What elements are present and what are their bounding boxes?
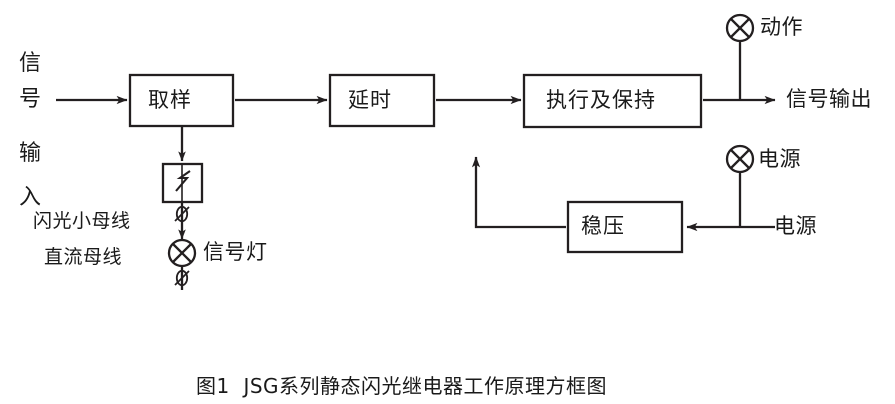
- terminal-marker-flash-bus-slash: [174, 206, 190, 222]
- bus-label-flash: 闪光小母线: [33, 210, 131, 232]
- power-lamp-cross-b: [730, 149, 750, 169]
- block-delay-rect: [328, 73, 436, 128]
- action-lamp-circle: [725, 13, 755, 43]
- terminal-marker-flash-bus: [175, 205, 189, 223]
- block-label-voltage-regulator: 稳压: [581, 214, 625, 238]
- action-lamp-cross-b: [730, 18, 750, 38]
- input-label-char-4: 入: [19, 185, 42, 210]
- block-label-execute-hold: 执行及保持: [546, 88, 656, 112]
- block-label-sampling: 取样: [148, 88, 192, 112]
- figure-caption: 图1 JSG系列静态闪光继电器工作原理方框图: [196, 374, 608, 398]
- input-label-char-2: 号: [19, 87, 42, 112]
- power-lamp-circle: [725, 144, 755, 174]
- terminal-marker-dc-bus: [175, 269, 189, 287]
- lamp-label-signal: 信号灯: [203, 240, 268, 264]
- block-execute-hold-rect: [522, 73, 703, 129]
- input-label-power: 电源: [774, 214, 817, 238]
- relay-contact-blade: [175, 170, 191, 192]
- line-regulator-feedback: [471, 156, 566, 229]
- lamp-label-power: 电源: [758, 147, 801, 171]
- block-voltage-regulator-rect: [566, 200, 684, 254]
- input-label-char-3: 输: [19, 141, 42, 166]
- lamp-label-action: 动作: [760, 15, 803, 39]
- output-label-signal: 信号输出: [786, 87, 872, 111]
- block-sampling-rect: [128, 73, 235, 128]
- input-label-char-1: 信: [19, 51, 42, 76]
- block-label-delay: 延时: [348, 88, 392, 112]
- bus-label-dc: 直流母线: [44, 246, 123, 268]
- signal-lamp-cross-b: [172, 243, 192, 263]
- terminal-marker-dc-bus-slash: [174, 270, 190, 286]
